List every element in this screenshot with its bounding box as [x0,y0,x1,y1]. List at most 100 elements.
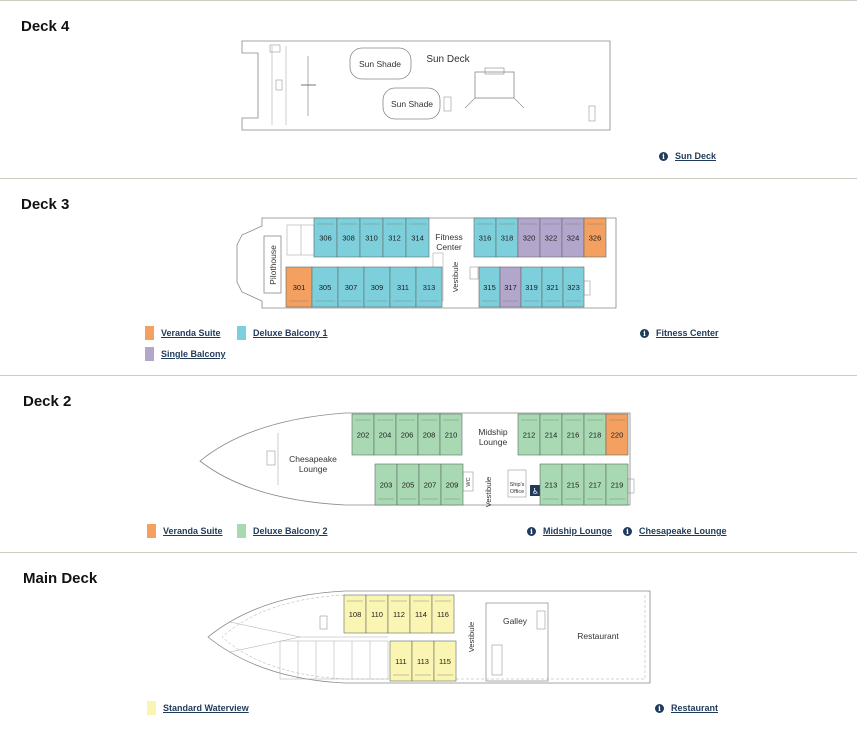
info-icon: i [527,526,536,536]
deck-2-plan: ♿ Chesapeake Lounge Midship Lounge Vesti… [199,412,635,507]
cabin-323[interactable] [562,266,585,308]
cabin-305[interactable] [311,266,339,308]
cabin-number: 326 [589,234,602,243]
cabin-number: 205 [402,481,415,490]
info-link-midship-lounge[interactable]: i Midship Lounge [527,526,612,536]
cabin-number: 311 [397,283,409,292]
sun-deck-label: Sun Deck [426,54,470,65]
crew-cabins [279,640,389,680]
cabin-number: 112 [393,610,405,619]
cabin-number: 218 [589,431,602,440]
cabin-number: 322 [545,234,558,243]
legend-veranda-suite[interactable]: Veranda Suite [145,326,221,340]
wc-label: WC [466,477,472,486]
legend-swatch [145,326,154,340]
cabin-number: 305 [319,283,332,292]
cabin-number: 310 [365,234,378,243]
sun-shade-label: Sun Shade [359,59,401,69]
cabin-326[interactable] [583,217,607,258]
info-link-chesapeake-lounge[interactable]: i Chesapeake Lounge [623,526,727,536]
info-link-restaurant[interactable]: i Restaurant [655,703,718,713]
cabin-219[interactable] [605,463,629,506]
deck-2-section: Deck 2 ♿ Chesapeake Lounge Midship Loung… [0,375,857,553]
legend-single-balcony[interactable]: Single Balcony [145,347,226,361]
legend-swatch [237,326,246,340]
cabin-number: 220 [611,431,624,440]
restaurant-label: Restaurant [577,631,619,641]
ships-office-label-line2: Office [510,489,524,495]
cabin-number: 317 [504,283,517,292]
cabin-209[interactable] [440,463,464,506]
legend-label: Standard Waterview [163,703,249,713]
info-link-fitness-center[interactable]: i Fitness Center [640,328,719,338]
cabin-number: 208 [423,431,436,440]
legend-swatch [147,701,156,715]
legend-standard-waterview[interactable]: Standard Waterview [147,701,249,715]
info-link-sun-deck[interactable]: i Sun Deck [659,151,716,161]
cabin-313[interactable] [415,266,443,308]
legend-swatch [237,524,246,538]
cabin-number: 321 [546,283,559,292]
ships-office-label: Ship's [510,482,525,488]
cabin-number: 203 [380,481,393,490]
galley-label: Galley [503,616,528,626]
cabin-number: 209 [446,481,459,490]
legend-veranda-suite[interactable]: Veranda Suite [147,524,223,538]
cabin-number: 215 [567,481,580,490]
cabin-115[interactable] [433,640,457,682]
cabin-116[interactable] [431,594,455,634]
cabin-309[interactable] [363,266,391,308]
accessible-icon [530,485,541,496]
cabin-number: 301 [293,283,306,292]
fitness-center-label-line2: Center [436,242,462,252]
cabin-number: 214 [545,431,558,440]
legend-deluxe-balcony-2[interactable]: Deluxe Balcony 2 [237,524,328,538]
main-deck-title: Main Deck [23,570,98,587]
legend-label: Veranda Suite [161,328,221,338]
cabin-number: 110 [371,610,383,619]
cabin-number: 207 [424,481,437,490]
cabin-314[interactable] [405,217,430,258]
cabin-number: 216 [567,431,580,440]
cabin-number: 323 [567,283,580,292]
cabin-number: 324 [567,234,580,243]
deck-2-title: Deck 2 [23,393,72,410]
deck-3-section: Deck 3 Pilothouse Fitness Center Vestibu… [0,178,857,376]
cabin-number: 306 [319,234,332,243]
legend-swatch [147,524,156,538]
cabin-307[interactable] [337,266,365,308]
cabin-number: 113 [417,657,429,666]
legend-label: Deluxe Balcony 1 [253,328,328,338]
cabin-number: 212 [523,431,536,440]
cabin-number: 318 [501,234,514,243]
cabin-number: 210 [445,431,458,440]
legend-deluxe-balcony-1[interactable]: Deluxe Balcony 1 [237,326,328,340]
deck-4-title: Deck 4 [21,18,70,35]
cabin-210[interactable] [439,413,463,456]
legend-label: Veranda Suite [163,526,223,536]
midship-lounge-label: Midship [478,427,508,437]
cabin-number: 217 [589,481,602,490]
vestibule-label: Vestibule [484,477,493,507]
deck-3-title: Deck 3 [21,196,70,213]
info-link-label: Fitness Center [656,328,719,338]
cabin-number: 319 [525,283,538,292]
cabin-number: 114 [415,610,427,619]
info-link-label: Sun Deck [675,151,717,161]
sun-shade-label: Sun Shade [391,99,433,109]
cabin-number: 309 [371,283,384,292]
midship-lounge-label-line2: Lounge [479,437,508,447]
deck-4-section: Deck 4 Sun Shade Sun Shade Sun Deck i Su… [0,0,857,179]
cabin-number: 320 [523,234,536,243]
chesapeake-lounge-label-line2: Lounge [299,464,328,474]
cabin-220[interactable] [605,413,629,456]
chesapeake-lounge-label: Chesapeake [289,454,337,464]
cabin-number: 108 [349,610,362,619]
info-icon: i [659,151,668,161]
cabin-301[interactable] [285,266,313,308]
info-icon: i [623,526,632,536]
cabin-number: 314 [411,234,424,243]
cabin-number: 111 [395,657,406,666]
